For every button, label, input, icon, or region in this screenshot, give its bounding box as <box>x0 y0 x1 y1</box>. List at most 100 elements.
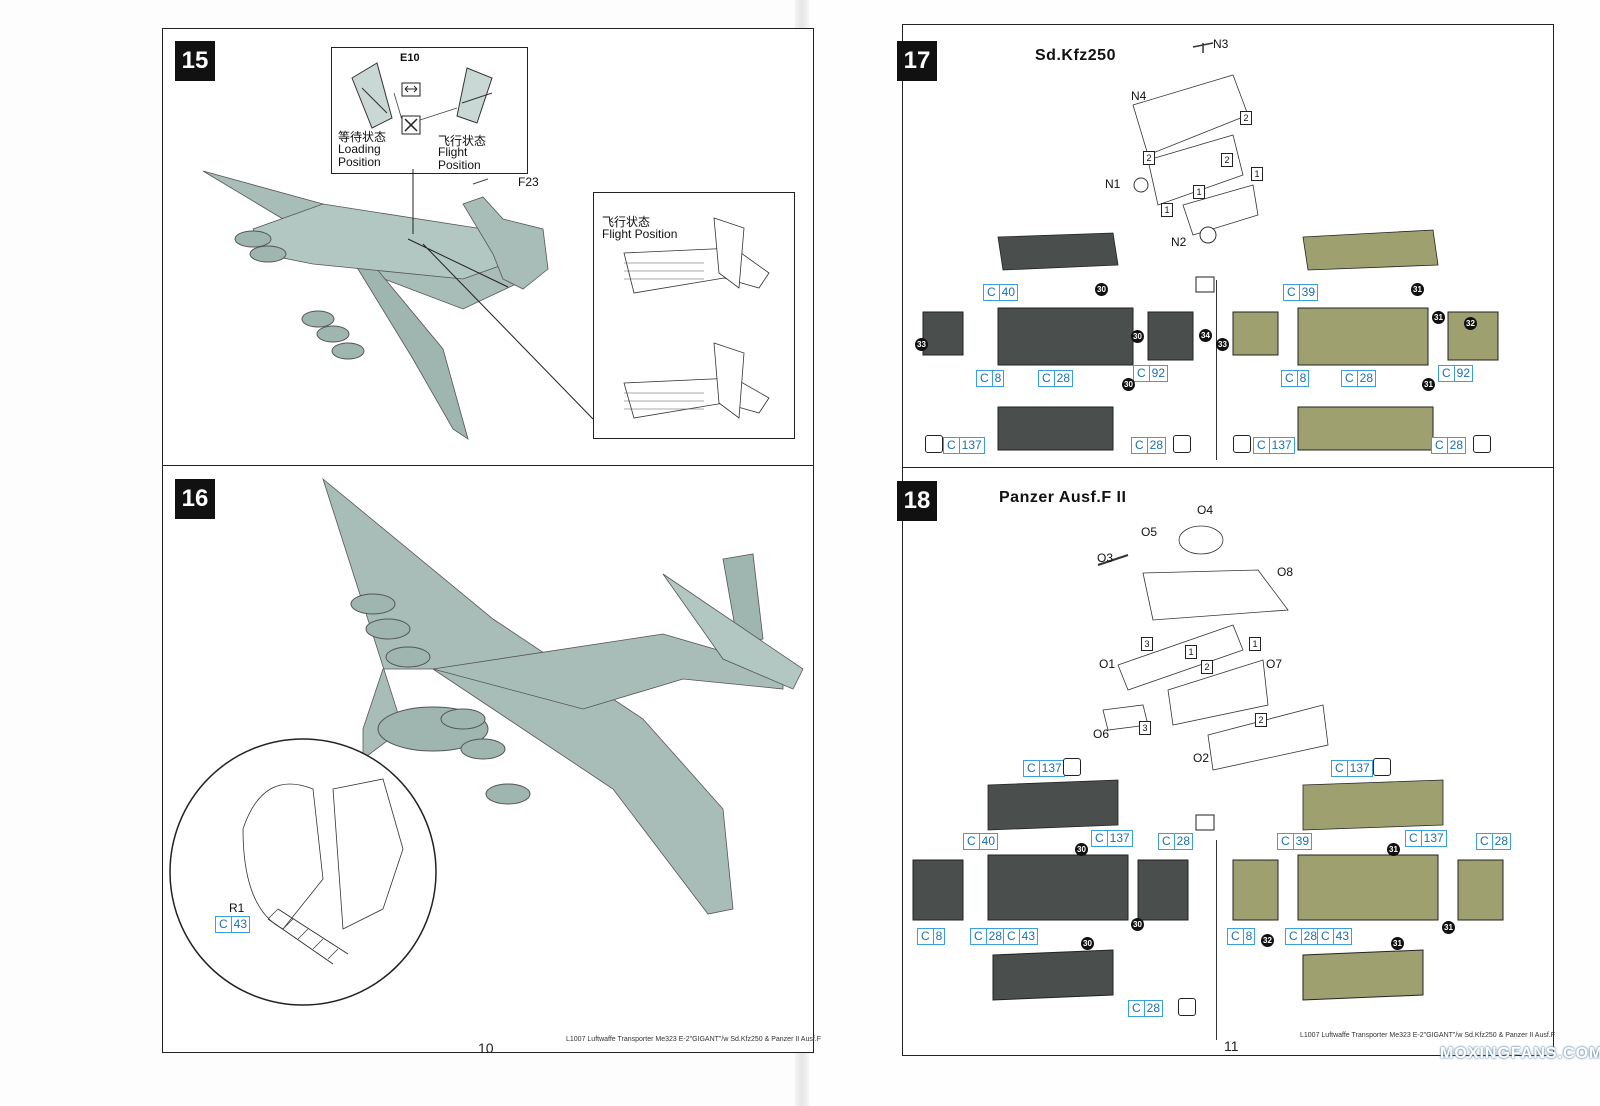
decal-marker: 32 <box>1261 934 1274 947</box>
o5-part-label: O5 <box>1141 525 1158 539</box>
decal-marker: 30 <box>1131 330 1144 343</box>
o4-part-label: O4 <box>1197 503 1214 517</box>
step-seq-marker: 2 <box>1201 660 1213 674</box>
decal-marker: 31 <box>1411 283 1424 296</box>
step-seq-marker: 1 <box>1249 637 1261 651</box>
decal-marker: 33 <box>1216 338 1229 351</box>
step-seq-marker: 2 <box>1240 111 1252 125</box>
step-divider <box>163 465 813 466</box>
o1-part-label: O1 <box>1099 657 1116 671</box>
e10-part-label: E10 <box>400 52 420 64</box>
paint-brush-icon <box>1063 758 1081 776</box>
step-17-badge: 17 <box>897 41 937 81</box>
o7-part-label: O7 <box>1266 657 1283 671</box>
tail-detail-drawing <box>623 217 770 419</box>
left-instruction-frame: 15 E10 等待状态 Loading Position 飞行状态 Flight… <box>162 28 814 1053</box>
paint-brush-icon <box>1233 435 1251 453</box>
step-seq-marker: 1 <box>1193 185 1205 199</box>
n3-part-label: N3 <box>1213 37 1229 51</box>
step-15-badge: 15 <box>175 41 215 81</box>
detail-cn-label: 飞行状态 <box>602 215 651 229</box>
decal-marker: 31 <box>1391 937 1404 950</box>
step-divider <box>903 467 1553 468</box>
step-seq-marker: 2 <box>1221 153 1233 167</box>
flight-position-detail-box: 飞行状态 Flight Position <box>593 192 795 439</box>
detail-en-label: Flight Position <box>602 227 678 241</box>
decal-marker: 32 <box>1464 317 1477 330</box>
landing-gear-diagram <box>351 62 493 135</box>
paint-brush-icon <box>1373 758 1391 776</box>
step-seq-marker: 1 <box>1185 645 1197 659</box>
color-number: 43 <box>233 917 248 931</box>
o3-part-label: O3 <box>1097 551 1114 565</box>
step-18-badge: 18 <box>897 481 937 521</box>
left-footer-text: L1007 Luftwaffe Transporter Me323 E-2"GI… <box>566 1036 822 1043</box>
decal-marker: 31 <box>1422 378 1435 391</box>
flight-en-label-1: Flight <box>438 145 468 159</box>
step-seq-marker: 2 <box>1255 713 1267 727</box>
decal-marker: 31 <box>1442 921 1455 934</box>
position-inset-box: E10 等待状态 Loading Position 飞行状态 Flight Po… <box>331 47 528 174</box>
n1-part-label: N1 <box>1105 177 1121 191</box>
paint-brush-icon <box>1173 435 1191 453</box>
paint-brush-icon <box>1473 435 1491 453</box>
color-prefix: C <box>216 917 232 932</box>
f23-part-label: F23 <box>518 175 539 189</box>
o8-part-label: O8 <box>1277 565 1294 579</box>
right-page-number: 11 <box>1224 1038 1239 1054</box>
flight-en-label-2: Position <box>438 158 481 172</box>
o2-part-label: O2 <box>1193 751 1210 765</box>
paint-brush-icon <box>925 435 943 453</box>
left-page-number: 10 <box>478 1040 494 1056</box>
decal-marker: 30 <box>1095 283 1108 296</box>
sdkfz250-assembly-diagram <box>922 42 1499 451</box>
r1-part-label: R1 <box>229 901 245 915</box>
step-seq-marker: 2 <box>1143 151 1155 165</box>
loading-cn-label: 等待状态 <box>338 130 387 144</box>
loading-en-label-2: Position <box>338 155 381 169</box>
panzer-ii-assembly-diagram <box>912 525 1504 1001</box>
paint-brush-icon <box>1178 998 1196 1016</box>
decal-marker: 30 <box>1081 937 1094 950</box>
variant-divider-17 <box>1216 280 1217 460</box>
step-seq-marker: 3 <box>1141 637 1153 651</box>
n4-part-label: N4 <box>1131 89 1147 103</box>
step-17-title: Sd.Kfz250 <box>1035 47 1116 64</box>
right-footer-text: L1007 Luftwaffe Transporter Me323 E-2"GI… <box>1300 1032 1556 1039</box>
step-seq-marker: 1 <box>1161 203 1173 217</box>
step-seq-marker: 1 <box>1251 167 1263 181</box>
variant-divider-18 <box>1216 840 1217 1040</box>
flight-cn-label: 飞行状态 <box>438 134 487 148</box>
decal-marker: 31 <box>1432 311 1445 324</box>
decal-marker: 33 <box>915 338 928 351</box>
aircraft-tail-assembly-diagram <box>202 169 594 440</box>
step-16-badge: 16 <box>175 479 215 519</box>
n2-part-label: N2 <box>1171 235 1187 249</box>
decal-marker: 30 <box>1075 843 1088 856</box>
step-18-title: Panzer Ausf.F II <box>999 489 1127 506</box>
c43-color-callout: C 43 <box>215 916 251 933</box>
aircraft-full-view-diagram <box>169 477 804 1006</box>
